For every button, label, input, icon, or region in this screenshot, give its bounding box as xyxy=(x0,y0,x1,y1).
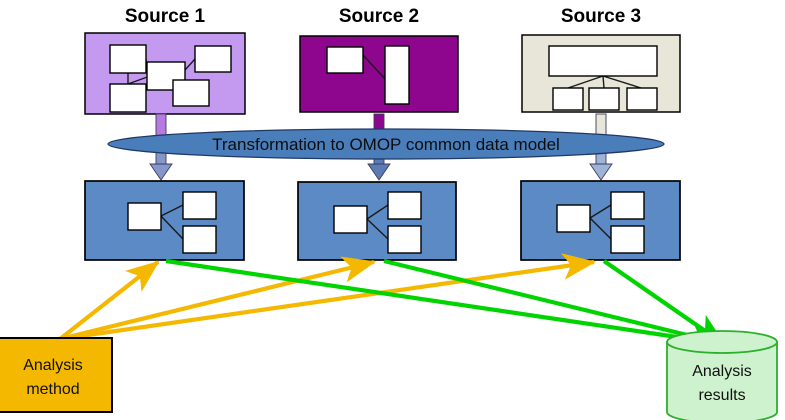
cdm-table-3-2 xyxy=(610,191,645,220)
transform-arrow-head-3 xyxy=(589,163,613,181)
cdm-table-1-1 xyxy=(127,202,162,231)
cdm-table-1-3 xyxy=(182,225,217,254)
source-table-1-5 xyxy=(172,79,210,107)
source-table-2-2 xyxy=(384,45,410,105)
cdm-box-2[interactable] xyxy=(297,181,457,261)
source-box-2[interactable] xyxy=(299,35,459,113)
endpoints-layer: Analysis method Analysis results xyxy=(0,330,778,420)
analysis-results-label-line2: results xyxy=(698,387,745,404)
analysis-results-cylinder-body xyxy=(666,341,778,420)
cdm-table-2-1 xyxy=(333,205,368,234)
source-title-2: Source 2 xyxy=(339,6,419,27)
transformation-label: Transformation to OMOP common data model xyxy=(212,135,560,154)
analysis-results-arrow-2 xyxy=(383,258,727,350)
analysis-results-arrow-1 xyxy=(165,258,727,353)
source-group-1: Source 1 xyxy=(84,6,246,115)
source-link-3-2 xyxy=(602,75,605,89)
source-table-1-4 xyxy=(194,45,232,73)
source-table-3-1 xyxy=(548,45,658,77)
flow-arrows-layer xyxy=(58,253,727,353)
source-title-1: Source 1 xyxy=(125,6,206,27)
cdm-link-1-1 xyxy=(160,204,184,217)
cdm-link-1-2 xyxy=(160,215,184,240)
cdm-box-group-2 xyxy=(297,181,457,261)
source-table-1-1 xyxy=(109,44,147,74)
cdm-boxes-layer xyxy=(84,180,681,261)
analysis-results-cylinder-top xyxy=(666,330,778,354)
cdm-link-3-2 xyxy=(589,217,612,240)
transformation-ellipse-group: Transformation to OMOP common data model xyxy=(107,128,665,160)
cdm-table-3-3 xyxy=(610,225,645,254)
source-link-3-3 xyxy=(602,75,642,89)
source-table-3-4 xyxy=(626,87,658,111)
cdm-table-2-3 xyxy=(387,225,422,254)
sources-layer: Source 1 Source 2 Source 3 xyxy=(84,6,681,115)
source-group-3: Source 3 xyxy=(521,6,681,113)
source-link-3-1 xyxy=(567,75,604,89)
cdm-box-3[interactable] xyxy=(520,180,681,261)
cdm-table-3-1 xyxy=(556,204,591,233)
analysis-results-group[interactable]: Analysis results xyxy=(666,330,778,420)
analysis-method-arrow-1 xyxy=(58,260,160,341)
source-link-1-4 xyxy=(184,58,196,71)
source-table-3-3 xyxy=(588,87,620,111)
source-table-2-1 xyxy=(326,46,364,74)
cdm-link-3-1 xyxy=(589,204,612,219)
transform-arrow-shaft-top-3 xyxy=(595,113,607,137)
analysis-method-label-line2: method xyxy=(26,381,79,398)
transform-arrow-head-1 xyxy=(149,163,173,181)
transform-arrow-head-2 xyxy=(367,163,391,181)
analysis-method-group[interactable]: Analysis method xyxy=(0,337,113,413)
cdm-link-2-1 xyxy=(366,204,389,220)
transformation-ellipse[interactable] xyxy=(107,128,665,160)
transform-arrow-shaft-top-1 xyxy=(155,113,167,137)
source-table-1-2 xyxy=(109,83,147,113)
source-table-3-2 xyxy=(552,87,584,111)
source-title-3: Source 3 xyxy=(561,6,641,27)
cdm-table-1-2 xyxy=(182,191,217,220)
analysis-method-label-line1: Analysis xyxy=(23,357,83,374)
analysis-method-arrow-3 xyxy=(59,253,597,342)
analysis-results-arrow-3 xyxy=(602,259,726,346)
cdm-link-2-2 xyxy=(366,218,389,240)
cdm-box-group-3 xyxy=(520,180,681,261)
analysis-method-box[interactable] xyxy=(0,337,113,413)
transform-arrow-3 xyxy=(589,113,613,181)
source-group-2: Source 2 xyxy=(299,6,459,113)
source-link-2-1 xyxy=(362,54,387,81)
analysis-results-label-line1: Analysis xyxy=(692,363,752,380)
transform-arrow-1 xyxy=(149,113,173,181)
analysis-method-arrow-2 xyxy=(59,256,377,342)
cdm-table-2-2 xyxy=(387,191,422,220)
cdm-box-group-1 xyxy=(84,180,245,261)
